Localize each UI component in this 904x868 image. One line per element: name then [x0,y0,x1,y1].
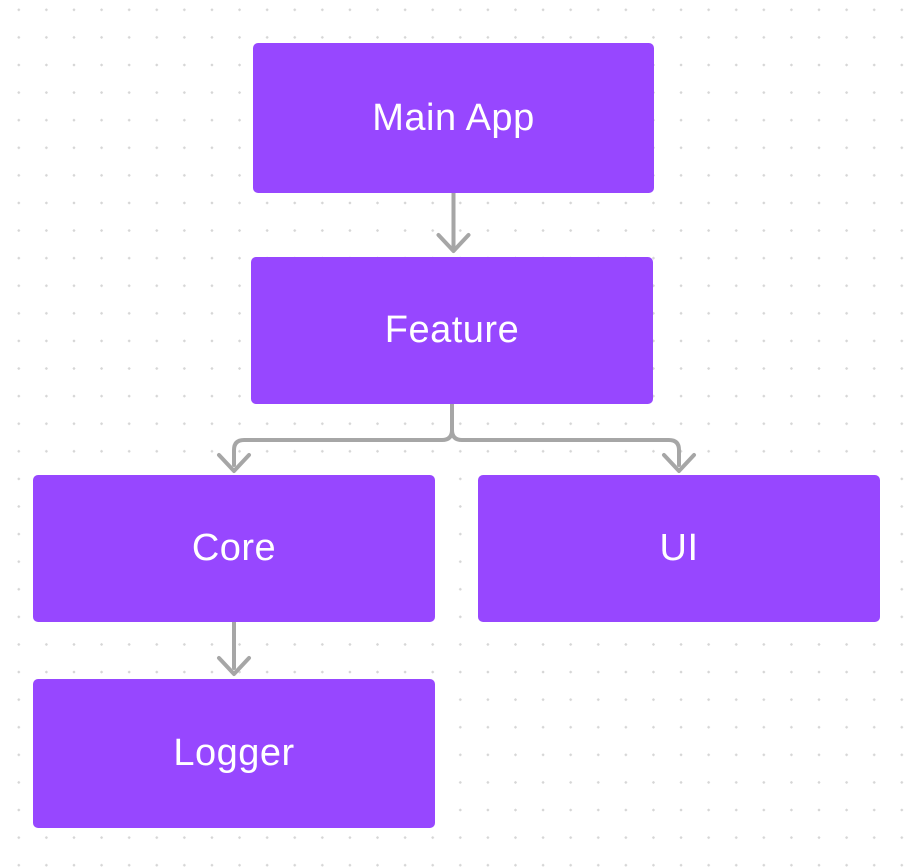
node-logger-label: Logger [173,732,295,774]
edge-core-to-logger [217,620,251,676]
node-main-app[interactable]: Main App [253,43,654,193]
node-feature-label: Feature [384,309,520,351]
edge-main-app-to-feature [436,191,471,253]
node-main-app-label: Main App [372,96,535,139]
node-feature[interactable]: Feature [251,257,653,404]
node-logger[interactable]: Logger [33,679,435,828]
edge-feature-to-ui [450,402,696,473]
node-ui-label: UI [659,527,699,569]
node-core-label: Core [191,527,277,569]
node-core[interactable]: Core [33,475,435,622]
edge-feature-to-core [217,402,454,473]
node-ui[interactable]: UI [478,475,880,622]
